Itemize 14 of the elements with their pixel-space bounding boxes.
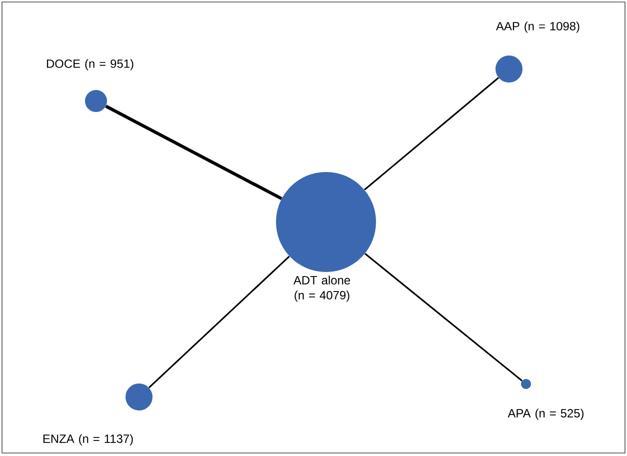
connecting-line <box>364 77 499 190</box>
treatment-node: DOCE (n = 951) <box>46 59 134 112</box>
treatment-node: AAP (n = 1098) <box>496 22 580 82</box>
node-label: ADT alone (n = 4079) <box>293 276 350 302</box>
node-label: APA (n = 525) <box>508 408 584 420</box>
node-label: ENZA (n = 1137) <box>43 434 133 446</box>
treatment-node: ADT alone (n = 4079) <box>276 172 376 302</box>
connecting-line <box>148 256 290 388</box>
treatment-node: ENZA (n = 1137) <box>43 384 152 446</box>
node-label: DOCE (n = 951) <box>46 59 134 70</box>
connecting-line <box>364 252 522 382</box>
connecting-line <box>105 104 282 200</box>
node-label: AAP (n = 1098) <box>496 22 580 33</box>
treatment-node: APA (n = 525) <box>508 379 584 420</box>
